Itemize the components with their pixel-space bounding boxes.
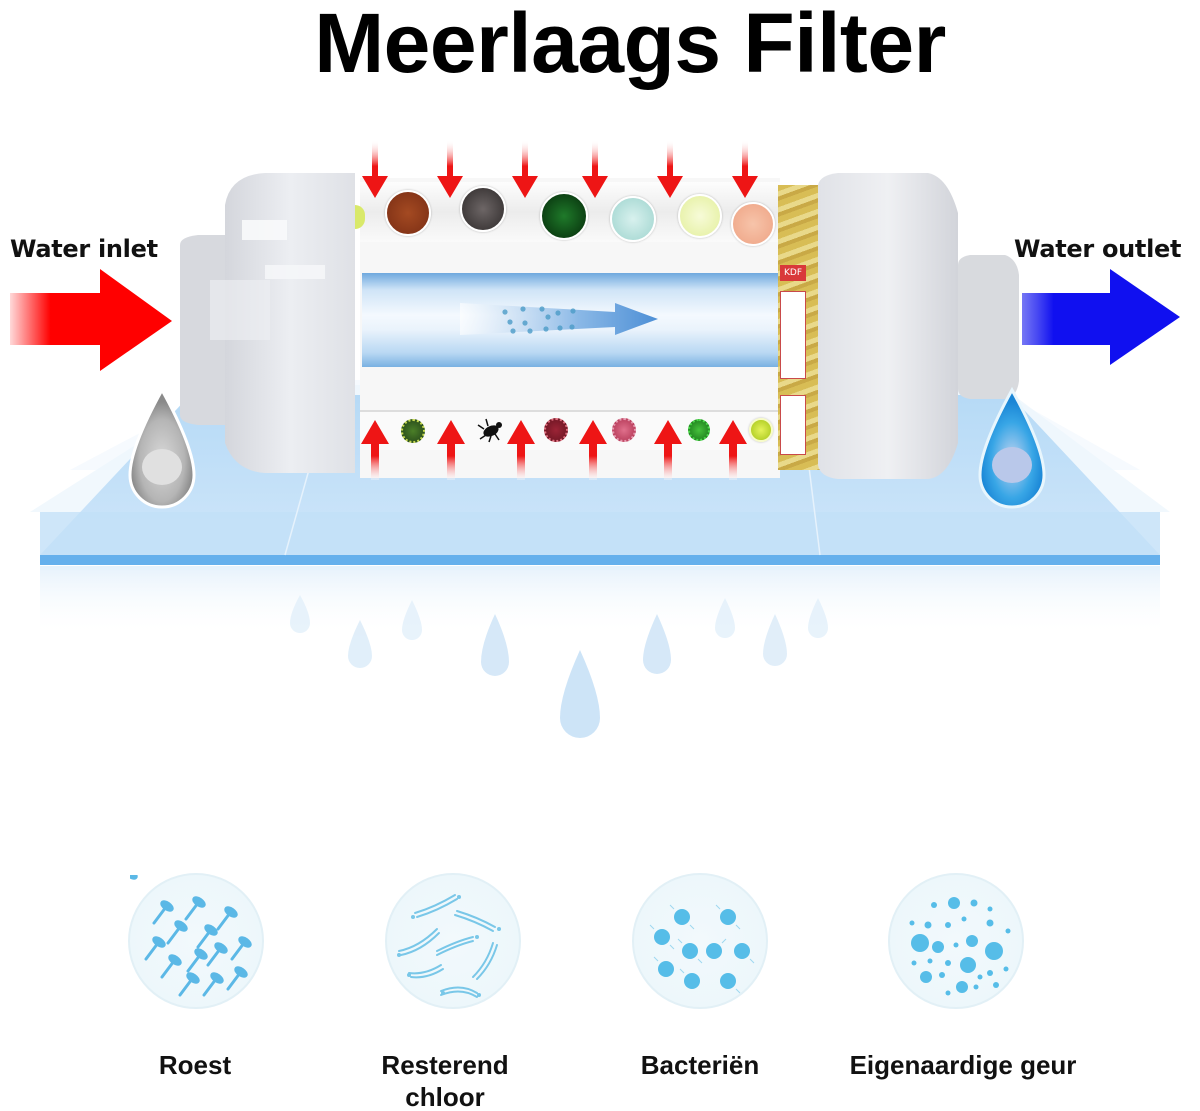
filtered-item-label-rust: Roest [158, 1050, 232, 1080]
media-card-1 [780, 291, 806, 379]
contaminant-sediment-icon [460, 186, 506, 232]
inflow-arrows-up [361, 420, 747, 480]
clean-water-drop-icon [978, 386, 1046, 509]
contaminant-virus-red-icon [544, 418, 568, 442]
filtered-item-label-odor: Eigenaardige geur [849, 1050, 1077, 1080]
filtered-item-label-bacteria: Bacteriën [640, 1050, 760, 1080]
rust-icon [116, 868, 264, 1009]
contaminant-microbe-teal-icon [610, 196, 656, 242]
contaminant-partial-yellow-icon [355, 205, 365, 229]
inlet-cap [180, 173, 355, 473]
inflow-arrows-down [362, 140, 758, 198]
dirty-water-drop-icon [128, 386, 196, 509]
media-card-2 [780, 395, 806, 455]
contaminant-rust-icon [385, 190, 431, 236]
contaminant-virus-pink-icon [612, 418, 636, 442]
inner-flow-arrow-icon [460, 303, 658, 335]
filtered-item-label-chlorine-line1: Resterend [381, 1050, 509, 1080]
contaminant-bacteria-yellow-icon [749, 418, 773, 442]
filtered-item-label-chlorine: Resterend chloor [355, 1049, 535, 1111]
water-outlet-arrow-icon [1022, 269, 1180, 365]
contaminant-virus-icon [540, 192, 588, 240]
bacteria-icon [632, 873, 768, 1009]
media-label: KDF [780, 265, 806, 281]
water-inlet-label: Water inlet [10, 235, 158, 263]
water-outlet-label: Water outlet [1014, 235, 1182, 263]
chlorine-icon [385, 873, 521, 1009]
contaminant-mite-icon [477, 418, 502, 443]
filtered-item-label-chlorine-line2: chloor [405, 1082, 485, 1111]
outlet-cap [818, 173, 1019, 479]
odor-icon [888, 873, 1024, 1009]
falling-drops [290, 595, 828, 738]
lower-filter-layer [360, 410, 780, 450]
filter-diagram: KDF [10, 140, 1182, 738]
contaminant-virus-green-icon [688, 419, 710, 441]
contaminant-microbe-peach-icon [731, 202, 775, 246]
contaminant-parasite-icon [678, 194, 722, 238]
page-title: Meerlaags Filter [314, 0, 946, 90]
water-inlet-arrow-icon [10, 269, 172, 371]
contaminant-bacteria-green-icon [401, 419, 425, 443]
